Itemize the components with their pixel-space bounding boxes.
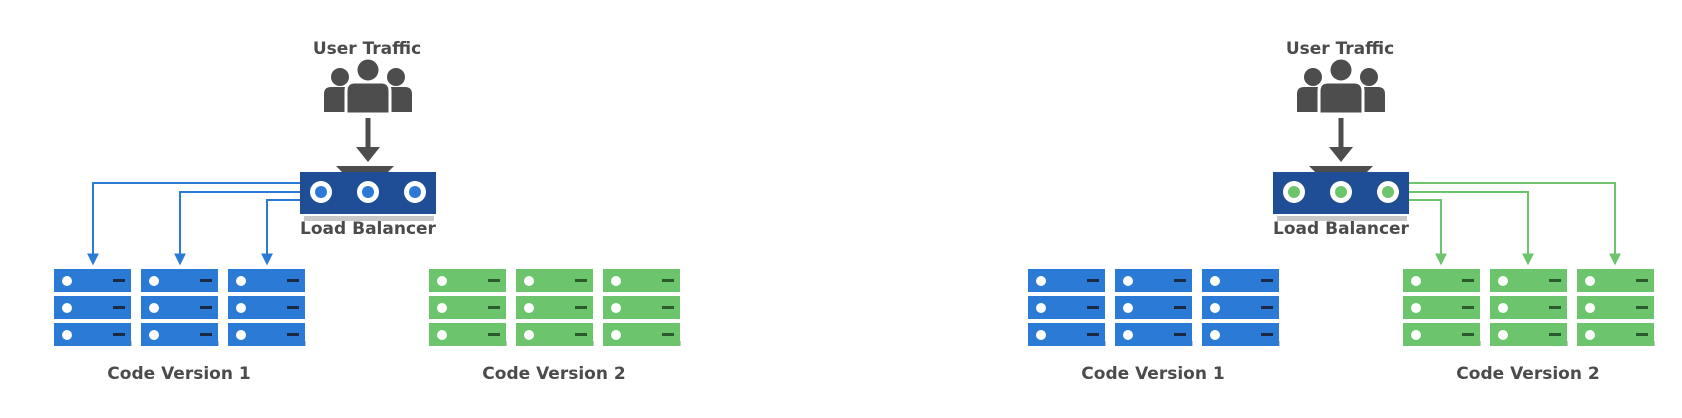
server-rack (603, 269, 681, 346)
users-group-icon (324, 56, 412, 116)
version-2-label: Code Version 2 (1456, 364, 1599, 384)
load-balancer-indicator-icon (1330, 181, 1352, 203)
server-unit (603, 269, 680, 292)
route-line (87, 182, 300, 266)
server-rack (1577, 269, 1655, 346)
server-unit (1115, 296, 1192, 319)
load-balancer-indicator-icon (404, 181, 426, 203)
version-1-label: Code Version 1 (107, 364, 250, 384)
server-unit (429, 296, 506, 319)
server-rack (1115, 269, 1193, 346)
server-unit (1490, 269, 1567, 292)
server-unit (1403, 323, 1480, 346)
server-rack (1028, 269, 1106, 346)
server-unit (1403, 269, 1480, 292)
server-unit (1577, 323, 1654, 346)
server-unit (1490, 323, 1567, 346)
server-unit (141, 269, 218, 292)
user-traffic-label: User Traffic (1286, 39, 1394, 59)
server-unit (1577, 269, 1654, 292)
route-line (1409, 182, 1621, 266)
server-unit (1028, 269, 1105, 292)
load-balancer-label: Load Balancer (1273, 219, 1410, 239)
server-unit (1202, 323, 1279, 346)
load-balancer-label: Load Balancer (300, 219, 437, 239)
server-rack (429, 269, 507, 346)
server-unit (1490, 296, 1567, 319)
server-group-version-2 (429, 269, 681, 346)
server-unit (54, 296, 131, 319)
version-1-label: Code Version 1 (1081, 364, 1224, 384)
load-balancer-indicator-icon (1283, 181, 1305, 203)
load-balancer-indicator-icon (1377, 181, 1399, 203)
server-unit (1028, 296, 1105, 319)
server-unit (228, 269, 305, 292)
server-unit (141, 296, 218, 319)
panel-right: User Traffic (1028, 39, 1655, 384)
panel-left: User Traffic (54, 39, 681, 384)
load-balancer-indicator-icon (310, 181, 332, 203)
route-line (261, 199, 300, 266)
server-unit (429, 269, 506, 292)
traffic-arrow-down (356, 118, 380, 162)
load-balancer-indicator-icon (357, 181, 379, 203)
server-unit (54, 323, 131, 346)
route-line (1409, 199, 1447, 266)
server-rack (1202, 269, 1280, 346)
server-unit (516, 296, 593, 319)
server-unit (228, 296, 305, 319)
server-unit (1202, 296, 1279, 319)
version-2-label: Code Version 2 (482, 364, 625, 384)
server-unit (516, 323, 593, 346)
route-line (1409, 191, 1534, 266)
server-unit (1028, 323, 1105, 346)
server-unit (516, 269, 593, 292)
load-balancer (1273, 166, 1409, 221)
route-line (174, 191, 300, 266)
server-rack (516, 269, 594, 346)
server-group-version-1 (1028, 269, 1280, 346)
server-rack (54, 269, 132, 346)
server-unit (429, 323, 506, 346)
load-balancer (300, 166, 436, 221)
server-group-version-2 (1403, 269, 1655, 346)
traffic-routes (1409, 182, 1621, 266)
server-unit (54, 269, 131, 292)
server-unit (1403, 296, 1480, 319)
traffic-arrow-down (1329, 118, 1353, 162)
server-rack (1490, 269, 1568, 346)
server-unit (603, 323, 680, 346)
server-unit (1115, 323, 1192, 346)
server-rack (228, 269, 306, 346)
server-unit (1202, 269, 1279, 292)
server-unit (1577, 296, 1654, 319)
server-unit (603, 296, 680, 319)
server-rack (141, 269, 219, 346)
server-unit (228, 323, 305, 346)
server-rack (1403, 269, 1481, 346)
users-group-icon (1297, 56, 1385, 116)
server-group-version-1 (54, 269, 306, 346)
traffic-routes (87, 182, 300, 266)
server-unit (141, 323, 218, 346)
user-traffic-label: User Traffic (313, 39, 421, 59)
server-unit (1115, 269, 1192, 292)
